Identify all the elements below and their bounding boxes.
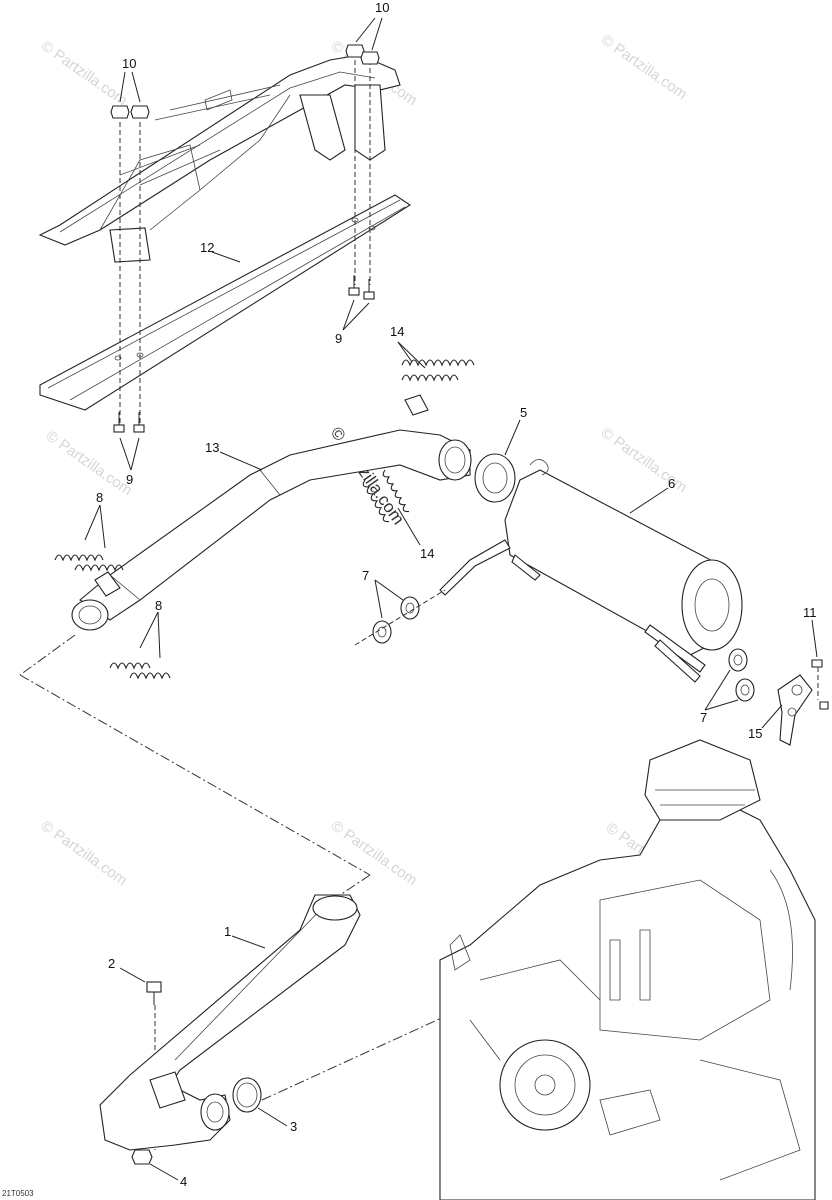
- callout-7: 7: [700, 710, 707, 725]
- engine: [439, 739, 816, 1200]
- watermark-text: © Partzilla.com: [598, 424, 691, 496]
- head-pipe-1: [99, 894, 361, 1151]
- muffler-6: [439, 459, 743, 683]
- callout-2: 2: [108, 956, 115, 971]
- callout-8: 8: [96, 490, 103, 505]
- callout-10: 10: [375, 0, 389, 15]
- callout-8: 8: [155, 598, 162, 613]
- callout-10: 10: [122, 56, 136, 71]
- connection-lines: [19, 634, 471, 1150]
- grommets-7: [354, 589, 755, 702]
- ring-5: [474, 453, 516, 503]
- callouts: 10 10 12 9 14 9 13 5 6 8 14 7 8 11 7 15 …: [96, 0, 817, 1189]
- fastener-axes-top: [119, 60, 371, 425]
- bolts-9: [113, 275, 375, 433]
- gasket-3: [232, 1077, 262, 1113]
- watermark-text: © Partzilla.com: [598, 31, 691, 103]
- exhaust-pipe-13: [71, 394, 472, 631]
- watermark-text: © Partzilla.com: [43, 427, 136, 499]
- drawing-code: 21T0503: [2, 1189, 34, 1198]
- callout-6: 6: [668, 476, 675, 491]
- callout-11: 11: [803, 605, 817, 620]
- nut-4: [131, 1149, 153, 1165]
- callout-13: 13: [205, 440, 219, 455]
- callout-5: 5: [520, 405, 527, 420]
- springs-8-top: [54, 554, 124, 572]
- callout-12: 12: [200, 240, 214, 255]
- guard-plate: [39, 194, 412, 411]
- callout-1: 1: [224, 924, 231, 939]
- bolt-2: [146, 981, 162, 1005]
- watermark-text: © Partzilla.com: [38, 817, 131, 889]
- nuts-10: [110, 44, 380, 119]
- callout-9: 9: [335, 331, 342, 346]
- callout-14: 14: [390, 324, 404, 339]
- springs-14-top: [401, 359, 475, 382]
- watermark-text: © Partzilla.com: [38, 37, 131, 109]
- callout-4: 4: [180, 1174, 187, 1189]
- leader-lines: [84, 17, 818, 1181]
- callout-15: 15: [748, 726, 762, 741]
- callout-3: 3: [290, 1119, 297, 1134]
- callout-7: 7: [362, 568, 369, 583]
- callout-14: 14: [420, 546, 434, 561]
- callout-9: 9: [126, 472, 133, 487]
- springs-14-mid: [362, 469, 410, 523]
- watermark-text: © Partzilla.com: [328, 817, 421, 889]
- bracket-15: [777, 659, 829, 746]
- springs-8-lower: [109, 662, 171, 680]
